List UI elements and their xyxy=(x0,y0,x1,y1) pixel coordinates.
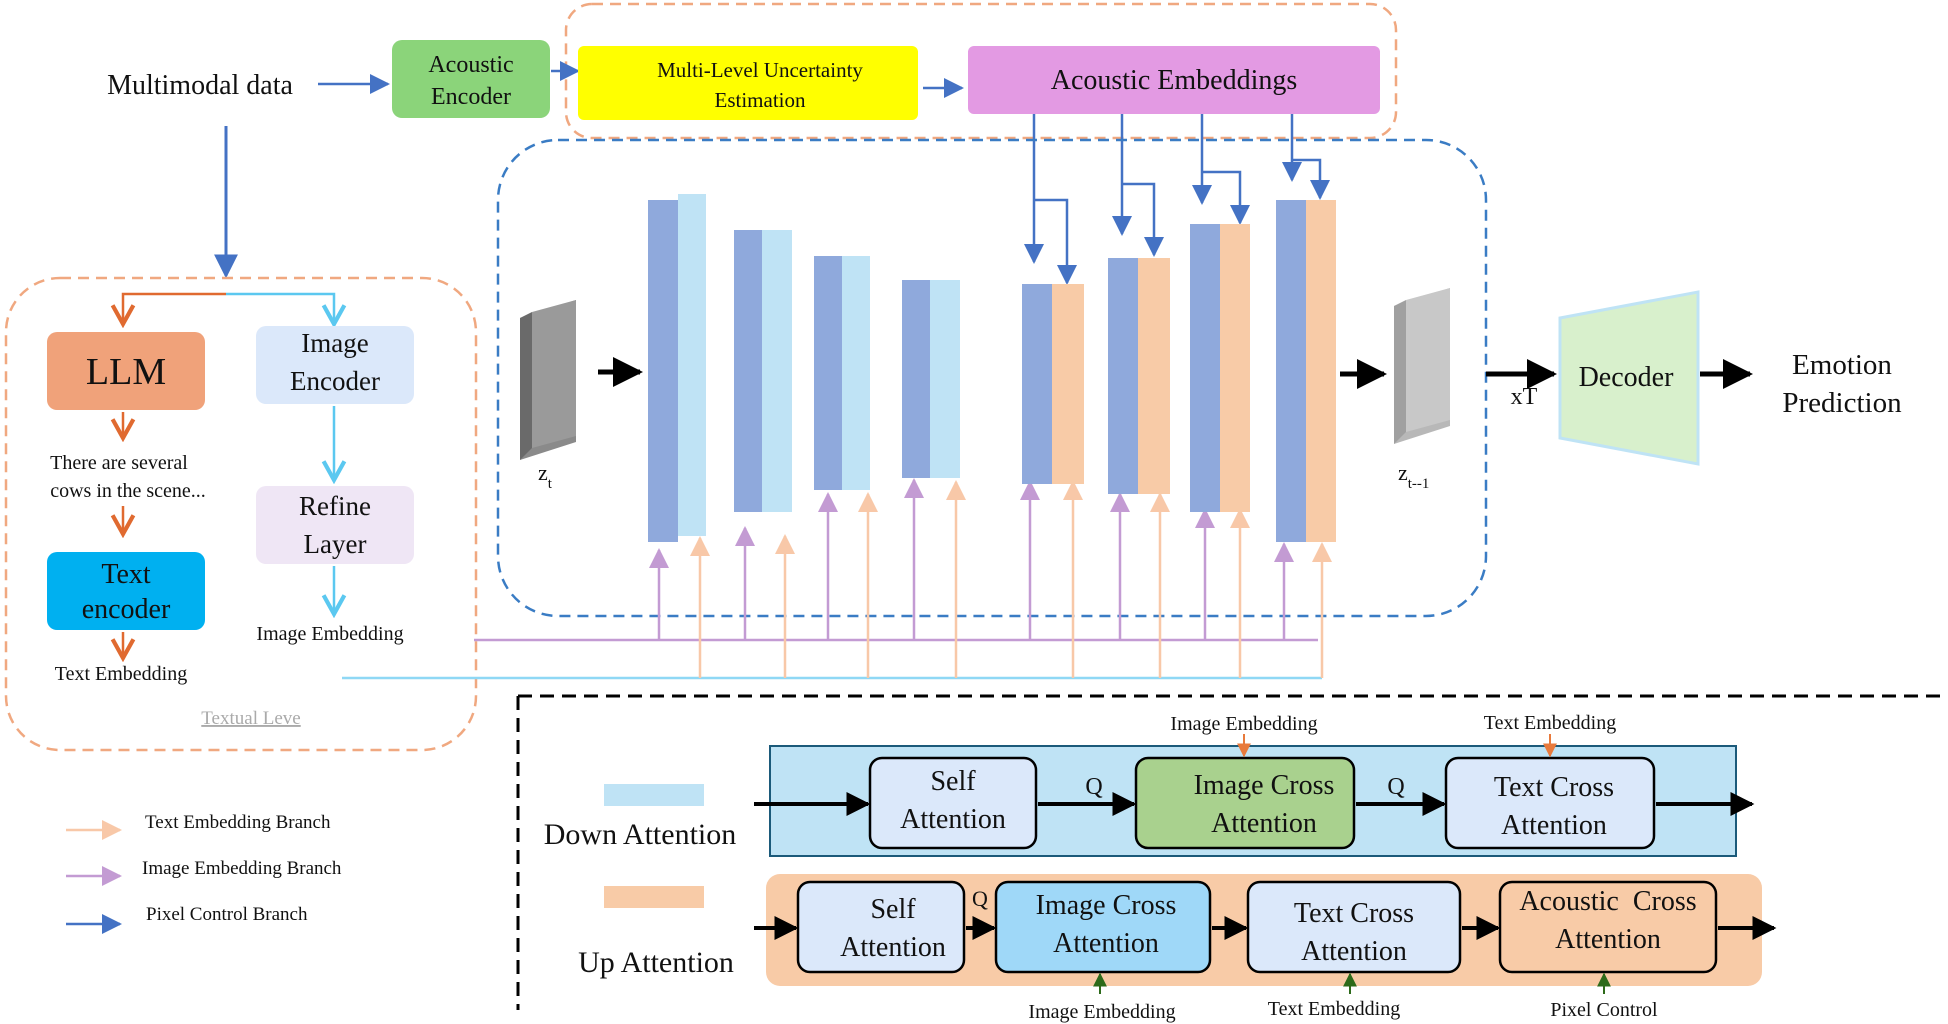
acoustic-encoder-label-1: Acoustic xyxy=(428,52,513,78)
up-text-embedding-label: Text Embedding xyxy=(1268,998,1400,1020)
up-image-cross-box xyxy=(994,880,1212,974)
down-self-label-2: Attention xyxy=(900,804,1006,835)
image-encoder-label-1: Image xyxy=(301,328,368,358)
text-branch-arrows xyxy=(690,480,1332,678)
up-image-embedding-label: Image Embedding xyxy=(1028,1001,1175,1023)
down-attention-swatch xyxy=(604,784,704,806)
down-text-cross-box xyxy=(1444,756,1656,850)
up-self-label-2: Attention xyxy=(840,932,946,963)
uncertainty-estimation-box xyxy=(578,46,918,120)
acoustic-embeddings-box xyxy=(968,46,1380,114)
acoustic-encoder-label-2: Encoder xyxy=(431,84,511,110)
refine-layer-box xyxy=(256,486,414,564)
down-image-cross-label-1: Image Cross xyxy=(1194,770,1335,801)
image-encoder-box xyxy=(256,326,414,404)
refine-label-2: Layer xyxy=(304,529,367,559)
image-encoder-label-2: Encoder xyxy=(290,366,380,396)
image-embedding-label: Image Embedding xyxy=(256,623,403,645)
textual-dashed-region xyxy=(4,276,478,752)
up-text-cross-label-2: Attention xyxy=(1301,936,1407,967)
up-text-cross-box xyxy=(1246,880,1462,974)
zt-label: zt xyxy=(538,460,553,492)
decoder-label: Decoder xyxy=(1579,362,1675,393)
pixel-control-arrows xyxy=(1024,114,1330,285)
unet-dashed-region xyxy=(496,138,1488,618)
caption-line-1: There are several xyxy=(50,452,188,474)
uncertainty-label-2: Estimation xyxy=(715,88,806,112)
acoustic-embeddings-label: Acoustic Embeddings xyxy=(1051,65,1298,96)
caption-line-2: cows in the scene... xyxy=(50,480,206,502)
down-q1-label: Q xyxy=(1085,774,1102,800)
down-self-label-1: Self xyxy=(930,766,976,797)
up-acoustic-cross-label-2: Attention xyxy=(1555,924,1661,955)
up-q-label: Q xyxy=(972,886,988,911)
zt1-label: zt--1 xyxy=(1398,460,1429,492)
up-pixel-control-label: Pixel Control xyxy=(1550,999,1658,1021)
down-image-embedding-label: Image Embedding xyxy=(1170,713,1317,735)
down-text-cross-label-2: Attention xyxy=(1501,810,1607,841)
down-attention-label: Down Attention xyxy=(544,818,737,851)
emotion-label-1: Emotion xyxy=(1792,349,1892,381)
refine-label-1: Refine xyxy=(299,491,371,521)
legend-pixel-branch-label: Pixel Control Branch xyxy=(146,904,308,925)
down-feature-blocks xyxy=(648,194,960,542)
llm-box xyxy=(47,332,205,410)
text-encoder-label-1: Text xyxy=(101,559,151,590)
image-branch-arrows xyxy=(649,478,1294,640)
branch-to-image-encoder xyxy=(226,292,334,324)
up-acoustic-cross-label-1: Acoustic Cross xyxy=(1519,886,1696,917)
text-encoder-label-2: encoder xyxy=(82,594,171,625)
down-text-embedding-label: Text Embedding xyxy=(1484,712,1616,734)
branch-to-llm xyxy=(123,292,226,324)
down-self-attention-box xyxy=(868,756,1038,850)
multimodal-data-label: Multimodal data xyxy=(107,70,293,101)
latent-zt-slab xyxy=(520,300,576,460)
decoder-trapezoid xyxy=(1558,290,1700,466)
up-feature-blocks xyxy=(1022,200,1336,542)
up-self-label-1: Self xyxy=(870,894,916,925)
uncertainty-label-1: Multi-Level Uncertainty xyxy=(657,58,863,82)
llm-label: LLM xyxy=(86,351,166,393)
up-attention-label: Up Attention xyxy=(578,946,734,979)
up-attention-swatch xyxy=(604,886,704,908)
up-acoustic-cross-box xyxy=(1498,880,1718,974)
legend-text-branch-label: Text Embedding Branch xyxy=(145,812,331,833)
down-q2-label: Q xyxy=(1387,774,1404,800)
text-encoder-box xyxy=(47,552,205,630)
text-embedding-label: Text Embedding xyxy=(55,663,187,685)
repeat-label: xT xyxy=(1511,384,1538,410)
acoustic-encoder-box xyxy=(392,40,550,118)
up-image-cross-label-2: Attention xyxy=(1053,928,1159,959)
latent-zt1-slab xyxy=(1394,288,1450,444)
up-self-attention-box xyxy=(796,880,966,974)
textual-panel-label: Textual Leve xyxy=(201,708,300,729)
down-image-cross-label-2: Attention xyxy=(1211,808,1317,839)
legend-image-branch-label: Image Embedding Branch xyxy=(142,858,342,879)
emotion-label-2: Prediction xyxy=(1782,387,1902,419)
up-text-cross-label-1: Text Cross xyxy=(1294,898,1414,929)
up-image-cross-label-1: Image Cross xyxy=(1036,890,1177,921)
down-image-cross-box xyxy=(1134,756,1356,850)
down-text-cross-label-1: Text Cross xyxy=(1494,772,1614,803)
